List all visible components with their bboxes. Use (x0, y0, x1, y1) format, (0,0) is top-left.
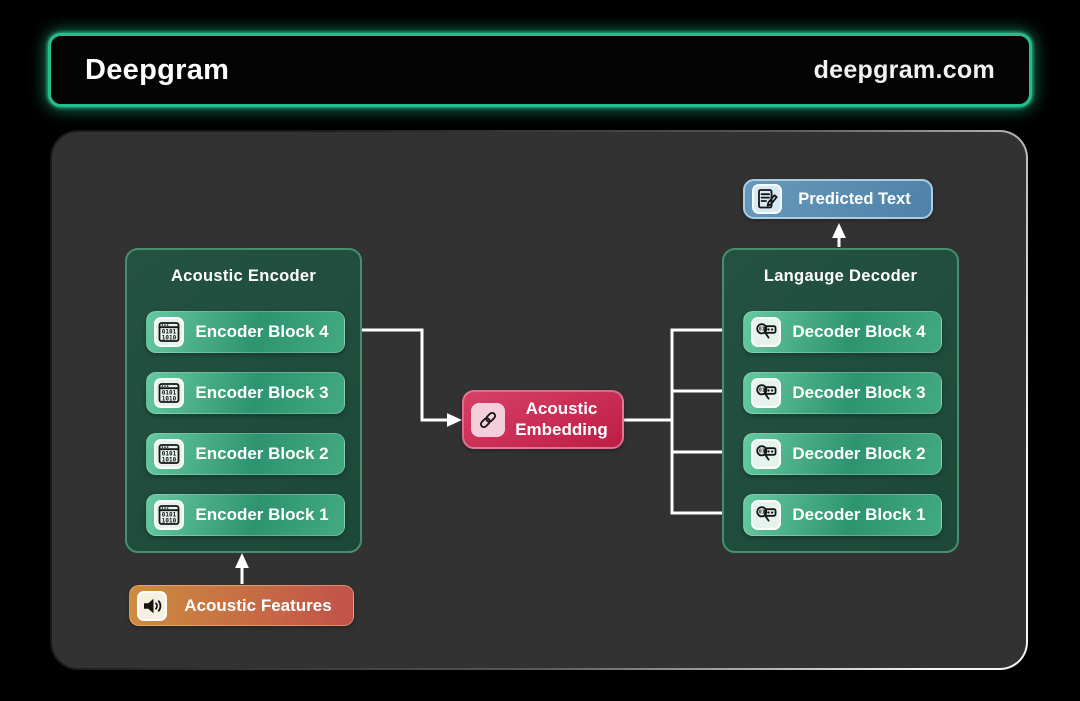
magnifier-binary-icon: 01 (751, 500, 781, 530)
svg-text:1010: 1010 (162, 335, 177, 342)
deepgram-logo: Deepgram (85, 53, 230, 86)
svg-text:1010: 1010 (162, 396, 177, 403)
speaker-icon (137, 590, 167, 621)
magnifier-binary-icon: 01 (751, 317, 781, 347)
predicted-text-node: Predicted Text (743, 179, 933, 219)
header-bar: Deepgram deepgram.com (48, 33, 1032, 107)
encoder-block-4: 0101 1010 Encoder Block 4 (146, 311, 345, 353)
acoustic-encoder-panel: Acoustic Encoder 0101 1010 Encoder Block… (125, 248, 362, 553)
decoder-block-3: 01 Decoder Block 3 (743, 372, 942, 414)
decoder-block-4: 01 Decoder Block 4 (743, 311, 942, 353)
acoustic-embedding-label: Acoustic Embedding (515, 398, 608, 439)
chain-link-icon (471, 402, 505, 437)
site-url: deepgram.com (813, 55, 995, 84)
acoustic-features-label: Acoustic Features (184, 595, 332, 615)
svg-text:1010: 1010 (162, 518, 177, 525)
decoder-block-1: 01 Decoder Block 1 (743, 494, 942, 536)
svg-text:01: 01 (759, 510, 765, 516)
diagram-canvas: Acoustic Encoder 0101 1010 Encoder Block… (50, 130, 1028, 670)
binary-window-icon: 0101 1010 (154, 378, 184, 408)
magnifier-binary-icon: 01 (751, 378, 781, 408)
decoder-block-label: Decoder Block 2 (792, 444, 926, 463)
encoder-block-2: 0101 1010 Encoder Block 2 (146, 433, 345, 475)
svg-text:1010: 1010 (162, 457, 177, 464)
decoder-block-2: 01 Decoder Block 2 (743, 433, 942, 475)
binary-window-icon: 0101 1010 (154, 317, 184, 347)
decoder-block-label: Decoder Block 1 (792, 505, 926, 524)
encoder-block-label: Encoder Block 1 (195, 505, 329, 524)
encoder-block-label: Encoder Block 4 (195, 322, 329, 341)
acoustic-encoder-title: Acoustic Encoder (170, 267, 317, 285)
binary-window-icon: 0101 1010 (154, 439, 184, 469)
svg-text:0101: 0101 (162, 390, 177, 397)
language-decoder-panel: Langauge Decoder 01 Decoder Block 4 01 D… (722, 248, 959, 553)
magnifier-binary-icon: 01 (751, 439, 781, 469)
encoder-block-3: 0101 1010 Encoder Block 3 (146, 372, 345, 414)
decoder-block-label: Decoder Block 3 (792, 383, 926, 402)
svg-text:01: 01 (759, 449, 765, 455)
svg-text:01: 01 (759, 327, 765, 333)
binary-window-icon: 0101 1010 (154, 500, 184, 530)
encoder-block-label: Encoder Block 3 (195, 383, 329, 402)
encoder-block-label: Encoder Block 2 (195, 444, 329, 463)
acoustic-features-node: Acoustic Features (129, 585, 354, 626)
decoder-block-label: Decoder Block 4 (792, 322, 926, 341)
encoder-block-1: 0101 1010 Encoder Block 1 (146, 494, 345, 536)
predicted-text-label: Predicted Text (798, 189, 911, 208)
language-decoder-title: Langauge Decoder (763, 267, 918, 285)
svg-text:0101: 0101 (162, 451, 177, 458)
svg-text:0101: 0101 (162, 329, 177, 336)
document-edit-icon (752, 184, 782, 214)
svg-text:0101: 0101 (162, 512, 177, 519)
acoustic-embedding-node: Acoustic Embedding (462, 390, 624, 449)
svg-text:01: 01 (759, 388, 765, 394)
